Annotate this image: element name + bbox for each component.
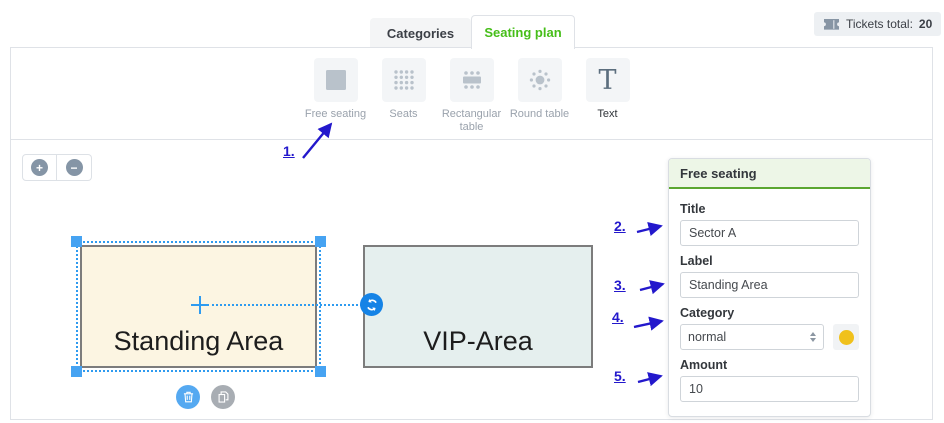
shape-standing-area[interactable]: Standing Area (80, 245, 317, 368)
panel-body: Title Label Category normal Amount (669, 189, 870, 416)
free-seating-tool-button[interactable] (313, 58, 358, 102)
tickets-total-value: 20 (918, 17, 933, 31)
category-color-button[interactable] (833, 324, 859, 350)
tool-label: Free seating (304, 108, 367, 120)
shape-center-crosshair (191, 296, 209, 314)
text-tool-icon: T (598, 64, 617, 96)
tool-text: T Text (574, 58, 642, 121)
tool-free-seating: Free seating (302, 58, 370, 121)
category-selected-value: normal (688, 330, 727, 344)
tickets-total-label: Tickets total: (846, 17, 913, 31)
resize-handle-top-left[interactable] (71, 236, 82, 247)
title-field-label: Title (680, 202, 706, 216)
delete-shape-button[interactable] (176, 385, 200, 409)
text-tool-button[interactable]: T (585, 58, 630, 102)
annotation-step-5: 5. (614, 368, 626, 384)
tickets-total-badge: Tickets total: 20 (814, 12, 942, 36)
shape-toolbar: Free seating Seats (10, 47, 933, 140)
zoom-controls: + − (22, 154, 92, 181)
category-field-label: Category (680, 306, 735, 320)
select-spinner-icon (810, 332, 817, 342)
annotation-step-1: 1. (283, 143, 295, 159)
shape-label: Standing Area (113, 326, 284, 356)
zoom-out-button[interactable]: − (57, 154, 92, 181)
category-color-swatch-icon (838, 329, 854, 345)
resize-handle-bottom-right[interactable] (315, 366, 326, 377)
label-field-label: Label (680, 254, 713, 268)
plus-icon: + (31, 159, 48, 176)
seats-grid-icon (392, 68, 416, 92)
amount-input[interactable] (680, 376, 859, 402)
tool-seats: Seats (370, 58, 438, 121)
minus-icon: − (65, 159, 83, 176)
tool-label: Text (597, 108, 618, 120)
resize-handle-top-right[interactable] (315, 236, 326, 247)
properties-panel: Free seating Title Label Category normal… (668, 158, 871, 417)
tool-label: Seats (389, 108, 418, 120)
rectangular-table-tool-button[interactable] (449, 58, 494, 102)
tool-label: Round table (509, 108, 570, 120)
trash-icon (183, 391, 194, 403)
annotation-step-3: 3. (614, 277, 626, 293)
category-select[interactable]: normal (680, 324, 825, 350)
title-input[interactable] (680, 220, 859, 246)
shape-vip-area[interactable]: VIP-Area (363, 245, 593, 368)
rotate-handle[interactable] (360, 293, 383, 316)
free-seating-icon (324, 68, 348, 92)
label-input[interactable] (680, 272, 859, 298)
round-table-icon (528, 68, 552, 92)
annotation-step-4: 4. (612, 309, 624, 325)
tab-seating-plan[interactable]: Seating plan (471, 15, 575, 49)
shape-label: VIP-Area (423, 326, 533, 356)
rectangular-table-icon (459, 68, 485, 92)
annotation-step-2: 2. (614, 218, 626, 234)
category-row: normal (680, 324, 859, 350)
round-table-tool-button[interactable] (517, 58, 562, 102)
duplicate-icon (218, 391, 229, 403)
rotate-icon (365, 298, 379, 312)
zoom-in-button[interactable]: + (22, 154, 57, 181)
tool-round-table: Round table (506, 58, 574, 121)
tool-label: Rectangular table (441, 108, 502, 134)
duplicate-shape-button[interactable] (211, 385, 235, 409)
amount-field-label: Amount (680, 358, 728, 372)
tab-categories[interactable]: Categories (370, 18, 471, 48)
rotate-connector-line (212, 304, 362, 306)
resize-handle-bottom-left[interactable] (71, 366, 82, 377)
panel-title: Free seating (669, 159, 870, 189)
seats-tool-button[interactable] (381, 58, 426, 102)
ticket-icon (823, 18, 840, 31)
tool-rectangular-table: Rectangular table (438, 58, 506, 134)
